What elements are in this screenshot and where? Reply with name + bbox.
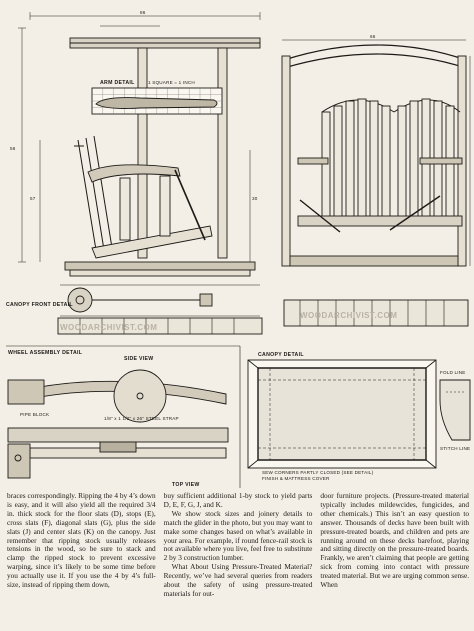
dimension-30: 30 — [252, 196, 258, 201]
fold-line-label: FOLD LINE — [440, 370, 466, 375]
text-column-1: braces correspondingly. Ripping the 4 by… — [7, 491, 156, 628]
canopy-detail-label: CANOPY DETAIL — [258, 352, 304, 358]
watermark-right: WOODARCHIVIST.COM — [300, 311, 397, 320]
stitch-line-label: STITCH LINE — [440, 446, 470, 451]
paragraph: We show stock sizes and joinery details … — [163, 508, 313, 563]
base-plan-strip — [57, 299, 469, 335]
text-column-2: buy sufficient additional 1-by stock to … — [163, 491, 313, 628]
paragraph: braces correspondingly. Ripping the 4 by… — [7, 491, 156, 590]
wheel-assembly-drawing — [6, 345, 241, 488]
canopy-front-label: CANOPY FRONT DETAIL — [6, 302, 73, 308]
arm-scale-label: 1 SQUARE = 1 INCH — [148, 80, 195, 85]
dimension-56: 56 — [10, 146, 16, 151]
canopy-detail-drawing — [247, 359, 471, 469]
side-view-label: SIDE VIEW — [124, 356, 154, 362]
wheel-assembly-label: WHEEL ASSEMBLY DETAIL — [8, 350, 83, 356]
mattress-cover-note: FINISH & MATTRESS COVER — [262, 476, 330, 481]
paragraph: buy sufficient additional 1-by stock to … — [163, 491, 313, 509]
glider-plans-drawing: ARM DETAIL 1 SQUARE = 1 INCH CANOPY FRON… — [6, 10, 471, 488]
paragraph: door furniture projects. (Pressure-treat… — [320, 491, 470, 590]
dimension-86: 86 — [140, 10, 146, 15]
sew-corners-note: SEW CORNERS PARTLY CLOSED (SEE DETAIL) — [262, 470, 374, 475]
dimension-57: 57 — [30, 196, 36, 201]
text-column-3: door furniture projects. (Pressure-treat… — [320, 491, 470, 628]
arm-detail-label: ARM DETAIL — [100, 80, 135, 86]
article-text: braces correspondingly. Ripping the 4 by… — [7, 491, 470, 628]
arm-detail-drawing — [91, 87, 223, 115]
dimension-66: 66 — [370, 34, 376, 39]
watermark-left: WOODARCHIVIST.COM — [60, 323, 157, 332]
pipe-block-label: PIPE BLOCK — [20, 412, 50, 417]
front-elevation-drawing — [281, 39, 471, 267]
side-elevation-drawing — [18, 12, 261, 317]
steel-strap-label: 1/8" x 1 1/2" x 26" STEEL STRAP — [104, 416, 179, 421]
top-view-label: TOP VIEW — [172, 482, 200, 488]
paragraph: What About Using Pressure-Treated Materi… — [163, 562, 313, 598]
